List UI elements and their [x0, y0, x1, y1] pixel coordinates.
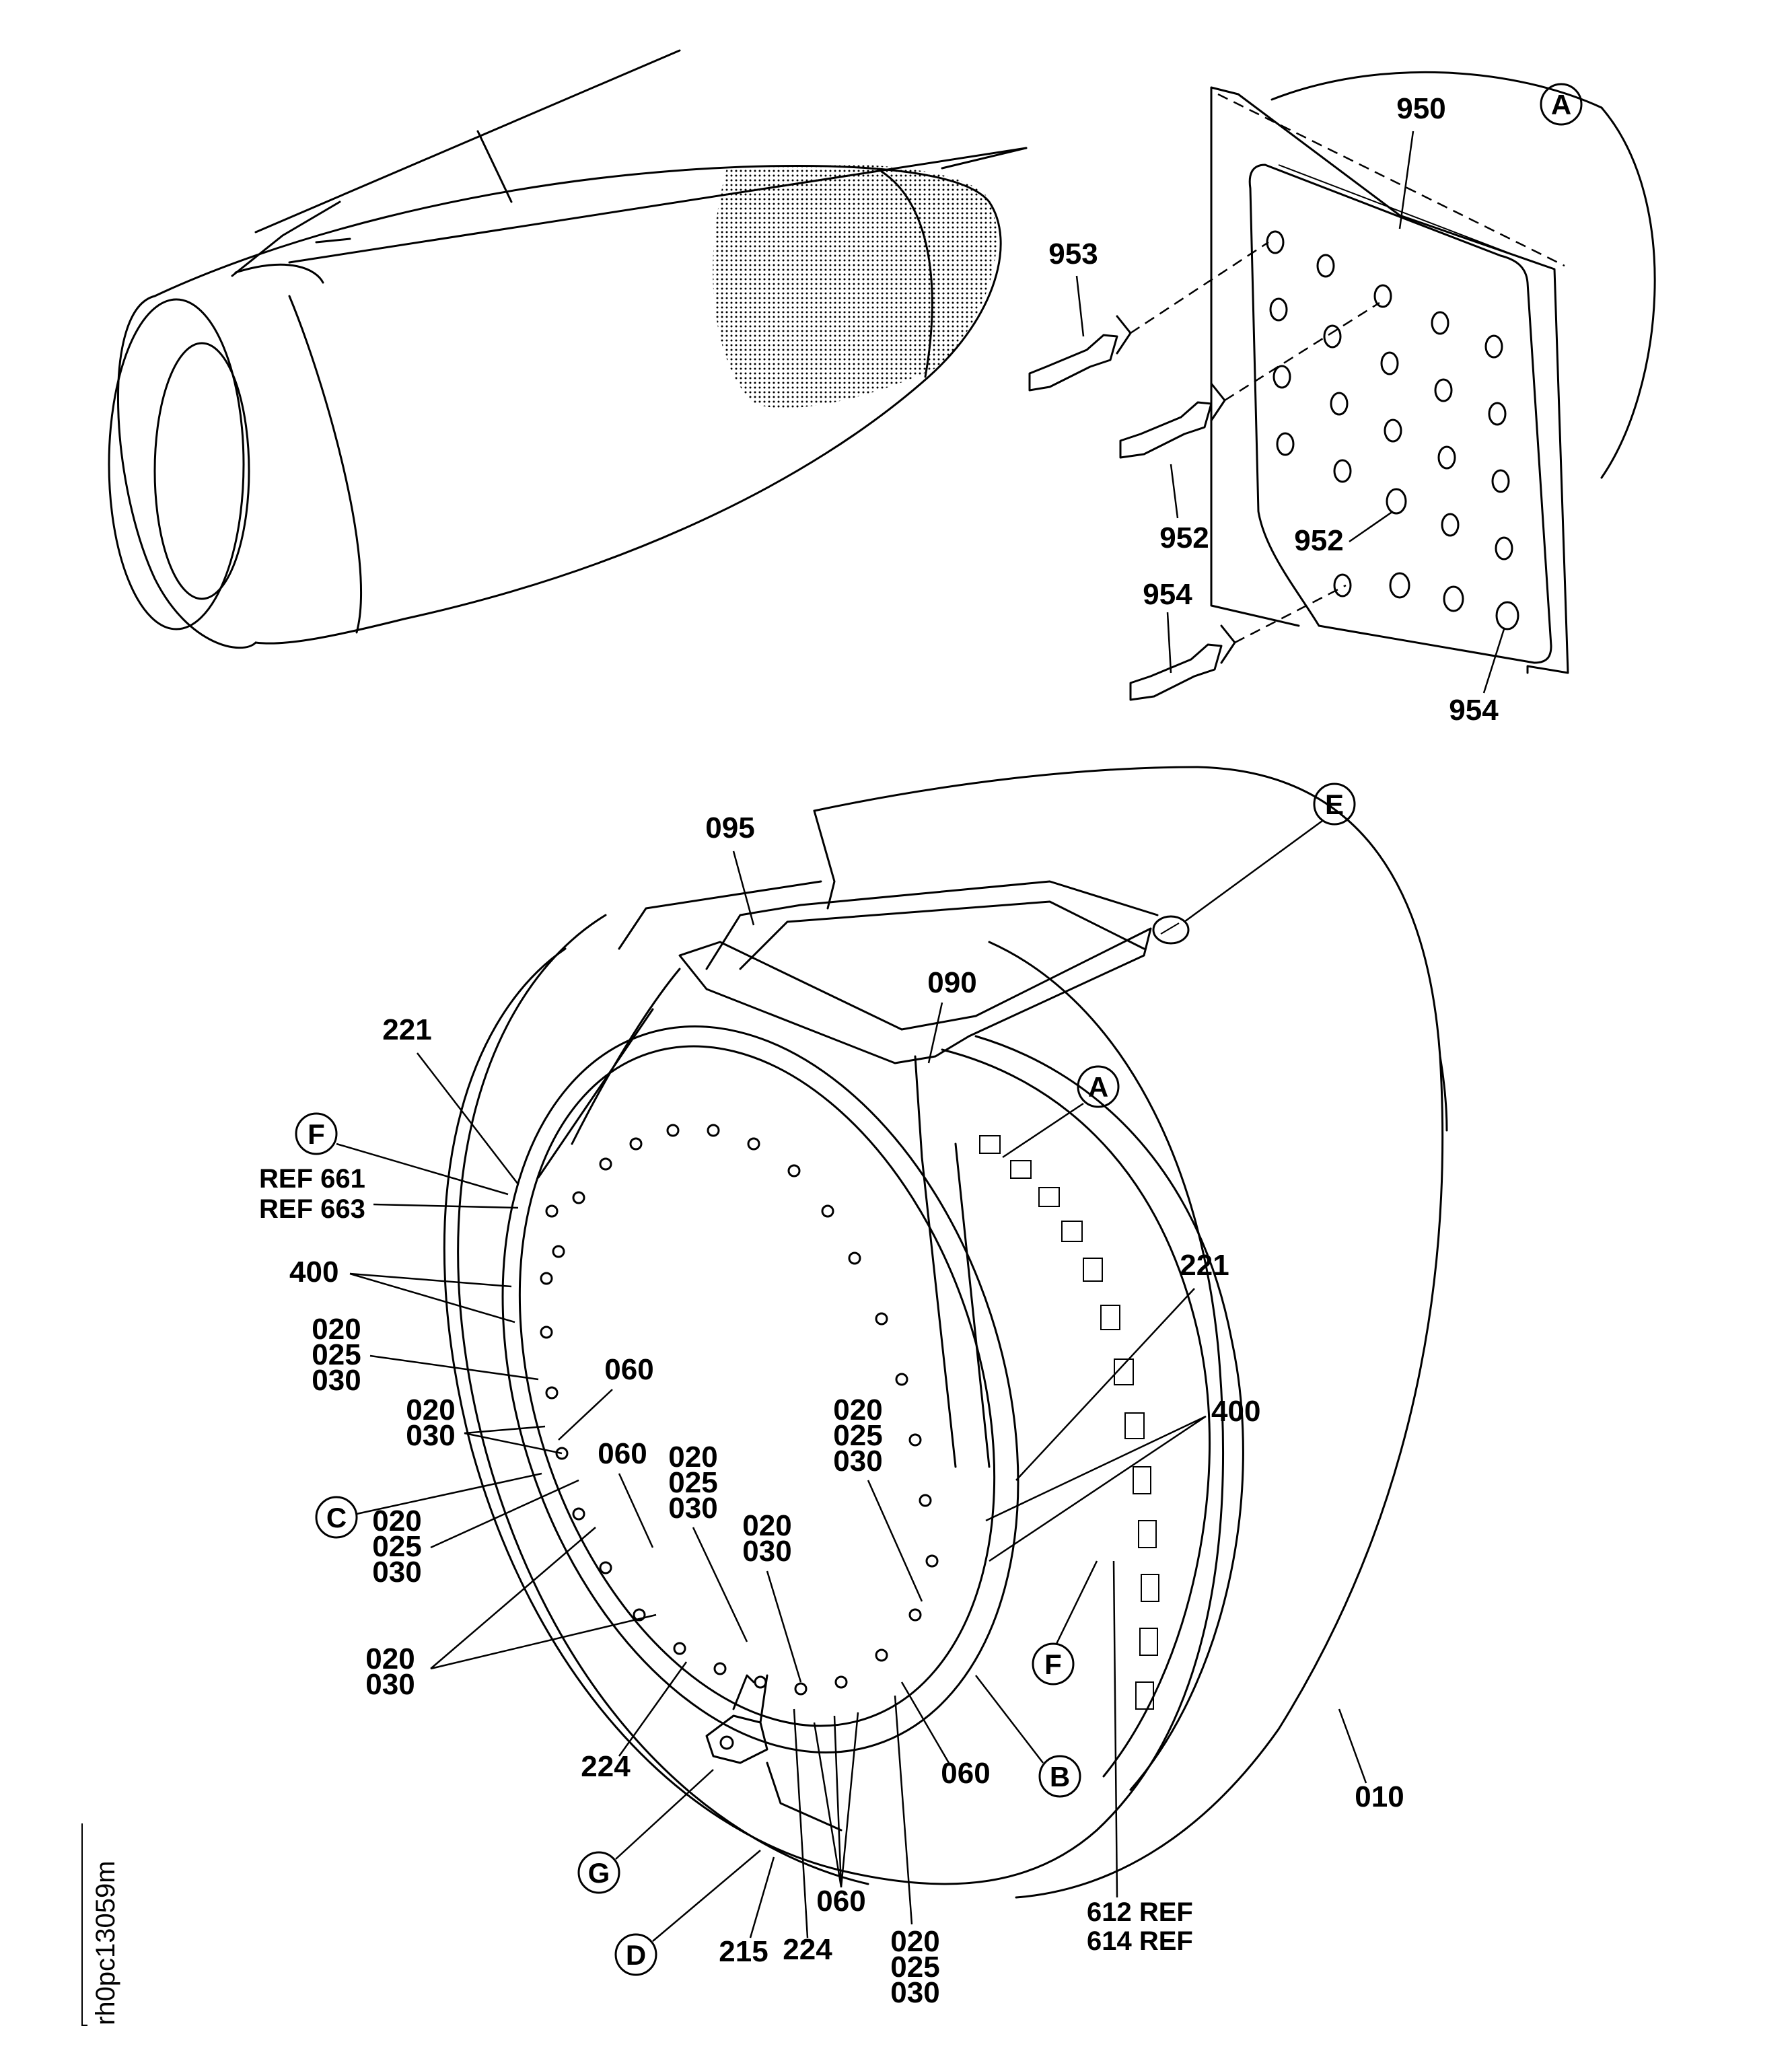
fastener-953 [1028, 241, 1269, 392]
callout-c-label: C [326, 1502, 347, 1533]
band-slots [979, 1135, 1159, 1710]
label-g3-025: 025 [668, 1466, 717, 1499]
callout-a-mid: A [1002, 1065, 1120, 1159]
label-g7-020: 020 [365, 1642, 415, 1675]
callout-d-label: D [626, 1939, 646, 1971]
callout-b-label: B [1050, 1761, 1070, 1792]
acoustic-panel-detail [1028, 71, 1656, 701]
label-g6-030: 030 [833, 1445, 882, 1478]
label-g8-020: 020 [890, 1925, 939, 1958]
label-953: 953 [1048, 238, 1098, 270]
label-g4-030: 030 [742, 1535, 791, 1568]
label-g1-020: 020 [312, 1313, 361, 1346]
callout-f-top-label: F [308, 1118, 325, 1150]
label-g2-030: 030 [406, 1419, 455, 1452]
fastener-952 [1119, 301, 1380, 459]
label-ref-614: 614 REF [1087, 1926, 1193, 1956]
label-g2-020: 020 [406, 1393, 455, 1426]
label-400-a: 400 [289, 1256, 338, 1289]
callout-e: E [1184, 783, 1356, 923]
label-ref-612: 612 REF [1087, 1897, 1193, 1927]
label-060-d: 060 [816, 1885, 865, 1918]
label-g1-030: 030 [312, 1364, 361, 1397]
label-950: 950 [1396, 92, 1445, 125]
label-952-a: 952 [1159, 521, 1209, 554]
fan-case-assembly [443, 766, 1448, 1899]
label-g8-030: 030 [890, 1976, 939, 2009]
label-g8-025: 025 [890, 1951, 939, 1984]
label-221-a: 221 [382, 1013, 431, 1046]
label-400-b: 400 [1211, 1395, 1260, 1428]
label-g6-025: 025 [833, 1419, 882, 1452]
callout-a-top-label: A [1551, 89, 1571, 120]
callout-f-mid-label: F [1044, 1648, 1062, 1680]
label-g6-020: 020 [833, 1393, 882, 1426]
label-060-b: 060 [598, 1437, 647, 1470]
callout-a-mid-label: A [1088, 1071, 1108, 1103]
label-060-a: 060 [604, 1353, 653, 1386]
label-215: 215 [719, 1935, 768, 1968]
label-952-b: 952 [1294, 524, 1343, 557]
callout-d: D [614, 1850, 761, 1976]
label-954-a: 954 [1143, 578, 1192, 611]
label-ref-661: REF 661 [259, 1164, 365, 1194]
label-224-b: 224 [783, 1933, 832, 1966]
callout-b: B [975, 1675, 1081, 1798]
callout-g: G [577, 1769, 714, 1894]
label-224-a: 224 [581, 1750, 631, 1783]
callout-a-top: A [1540, 83, 1583, 126]
callout-e-label: E [1325, 789, 1344, 820]
callout-f-mid: F [1032, 1560, 1098, 1685]
label-954-b: 954 [1449, 694, 1499, 727]
label-g5-025: 025 [372, 1530, 421, 1563]
figure-id-text: rh0pc13059m [91, 1860, 120, 2025]
bolt-ring [540, 1124, 939, 1696]
fastener-954 [1129, 584, 1347, 701]
figure-id: rh0pc13059m [81, 1823, 120, 2026]
label-g7-030: 030 [365, 1668, 415, 1701]
callout-f-top: F [295, 1112, 509, 1196]
label-g3-030: 030 [668, 1492, 717, 1525]
label-095: 095 [705, 811, 754, 844]
label-g5-020: 020 [372, 1504, 421, 1537]
panel-holes [1266, 230, 1519, 630]
label-g3-020: 020 [668, 1441, 717, 1474]
label-221-b: 221 [1180, 1249, 1229, 1282]
label-090: 090 [927, 966, 976, 999]
label-g1-025: 025 [312, 1338, 361, 1371]
label-010: 010 [1355, 1780, 1404, 1813]
label-g5-030: 030 [372, 1556, 421, 1589]
engine-nacelle-illustration [108, 49, 1028, 649]
callout-g-label: G [588, 1857, 610, 1889]
label-g4-020: 020 [742, 1509, 791, 1542]
label-ref-663: REF 663 [259, 1194, 365, 1224]
callout-c: C [315, 1472, 542, 1539]
